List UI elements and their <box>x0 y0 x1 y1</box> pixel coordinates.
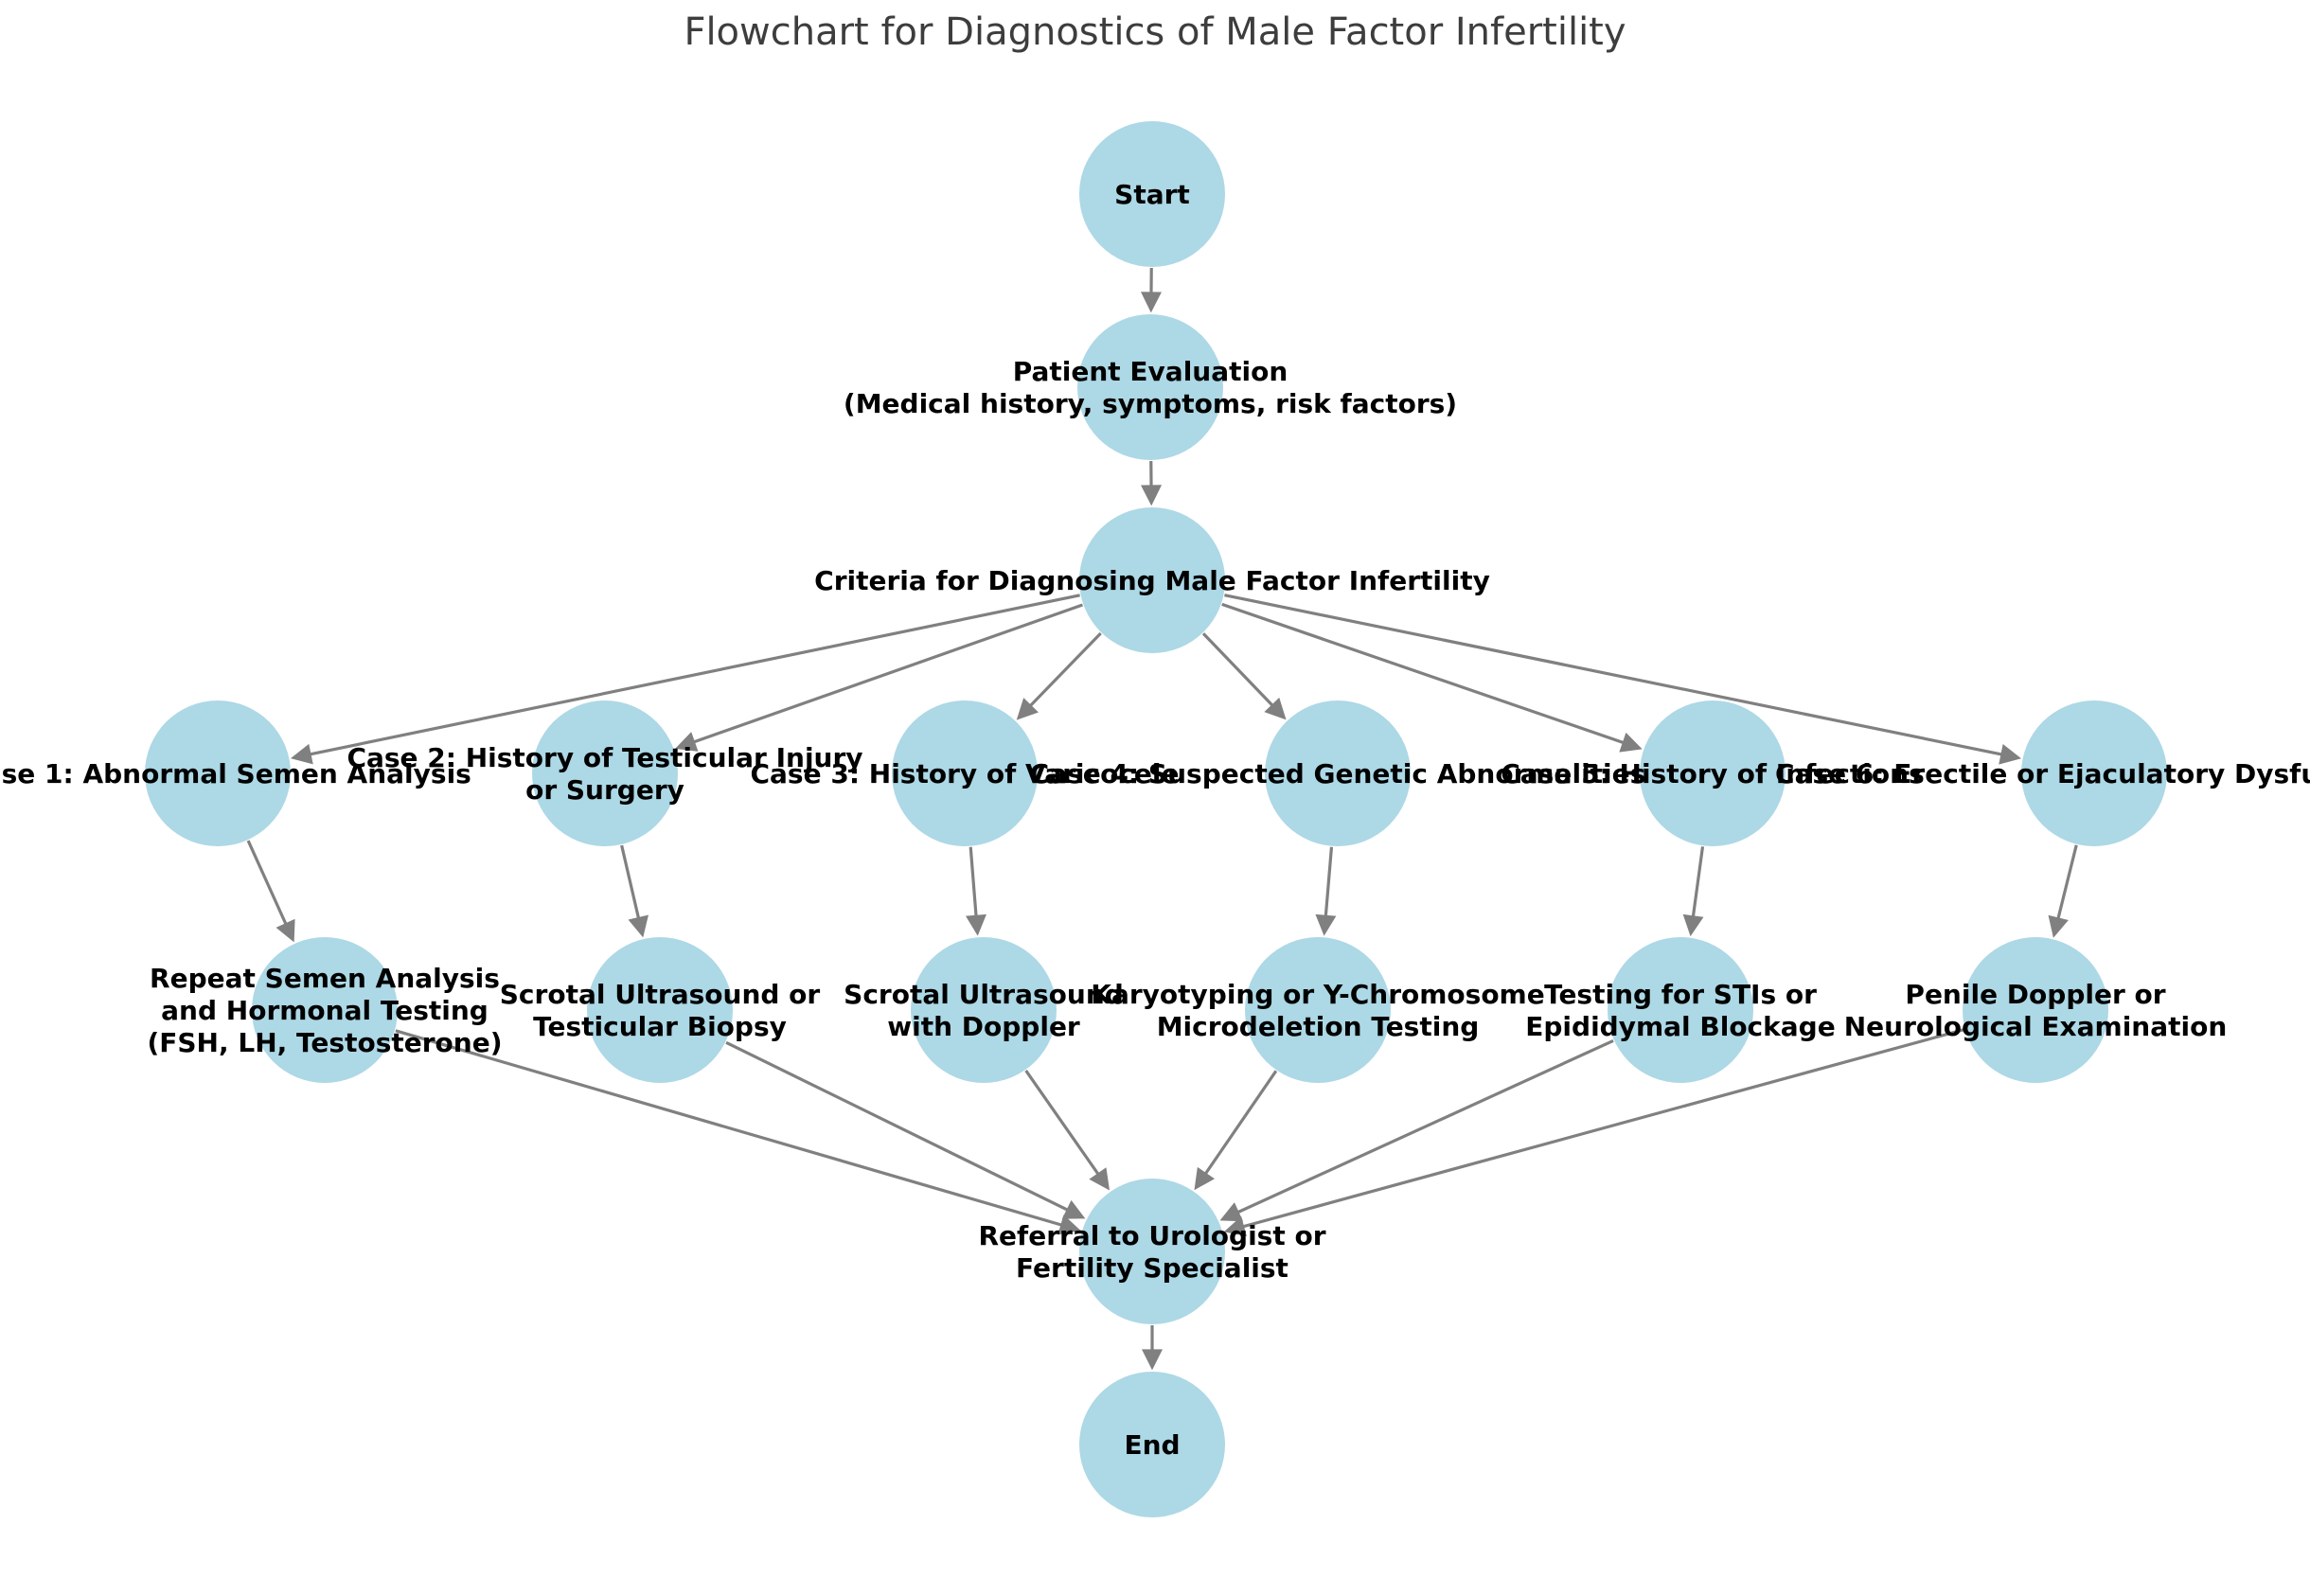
edge-criteria-case5 <box>1221 602 1643 753</box>
node-case3 <box>892 700 1038 846</box>
node-start <box>1079 121 1225 267</box>
node-case4 <box>1265 700 1411 846</box>
edge-case1-test1 <box>246 840 295 943</box>
node-referral <box>1079 1179 1225 1324</box>
node-patient_evaluation <box>1077 314 1223 460</box>
edge-criteria-case1 <box>290 594 1080 765</box>
edge-test2-referral <box>725 1040 1086 1219</box>
edge-criteria-case6 <box>1224 594 2022 765</box>
edge-case5-test5 <box>1682 846 1705 937</box>
node-test3 <box>911 937 1057 1083</box>
edge-criteria-case4 <box>1201 632 1287 720</box>
node-test1 <box>252 937 398 1083</box>
node-test2 <box>587 937 733 1083</box>
edge-test4-referral <box>1194 1070 1278 1191</box>
node-test4 <box>1245 937 1391 1083</box>
node-label-case6: Case 6: Erectile or Ejaculatory Dysfunct… <box>1775 758 2310 789</box>
edge-test3-referral <box>1024 1070 1111 1191</box>
node-case5 <box>1640 700 1786 846</box>
edge-test1-referral <box>395 1029 1081 1235</box>
node-criteria <box>1079 507 1225 653</box>
node-label-patient_evaluation: Patient Evaluation(Medical history, symp… <box>844 356 1457 419</box>
node-test5 <box>1608 937 1753 1083</box>
node-case1 <box>145 700 291 846</box>
node-case6 <box>2021 700 2167 846</box>
node-test6 <box>1963 937 2108 1083</box>
node-end <box>1079 1372 1225 1517</box>
node-label-case4: Case 4: Suspected Genetic Abnormalities <box>1030 758 1646 789</box>
figure-title: Flowchart for Diagnostics of Male Factor… <box>684 10 1626 54</box>
edge-case4-test4 <box>1315 846 1337 936</box>
edge-test5-referral <box>1219 1038 1614 1222</box>
edge-case2-test2 <box>620 844 649 938</box>
edge-case6-test6 <box>2048 844 2078 938</box>
node-label-case5: Case 5: History of Infections <box>1501 758 1925 789</box>
node-label-start: Start <box>1114 179 1190 210</box>
node-case2 <box>532 700 678 846</box>
edge-criteria-case2 <box>675 603 1083 752</box>
node-label-criteria: Criteria for Diagnosing Male Factor Infe… <box>814 565 1490 596</box>
edge-test6-referral <box>1223 1028 1965 1237</box>
node-label-case3: Case 3: History of Varicocele <box>750 758 1179 789</box>
node-label-end: End <box>1124 1429 1180 1461</box>
node-label-case1: Case 1: Abnormal Semen Analysis <box>0 758 471 789</box>
edge-case3-test3 <box>966 846 986 936</box>
edge-criteria-case3 <box>1016 631 1102 720</box>
